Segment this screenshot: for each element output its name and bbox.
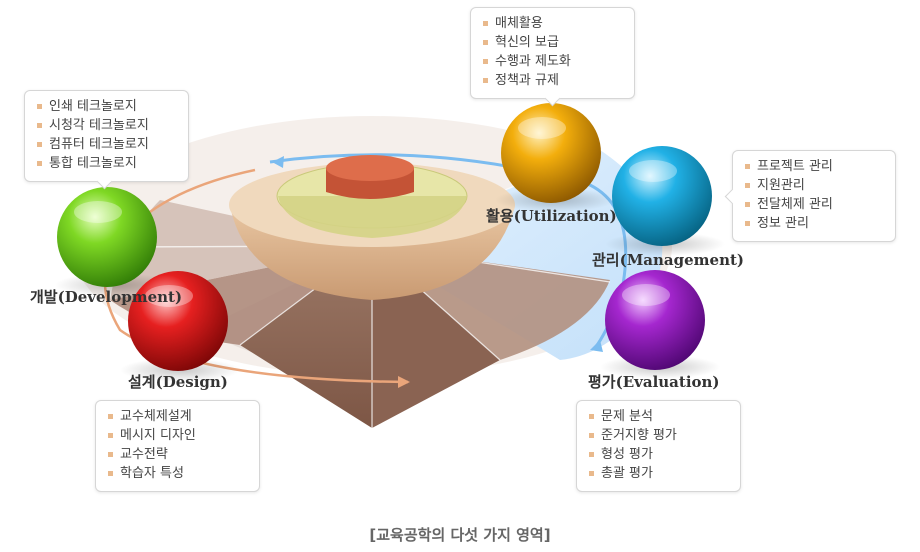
management-callout: 프로젝트 관리 지원관리 전달체제 관리 정보 관리 [724, 150, 896, 242]
list-item: 총괄 평가 [587, 464, 730, 483]
list-item: 전달체제 관리 [743, 195, 885, 214]
list-item: 프로젝트 관리 [743, 157, 885, 176]
purple-sphere-icon [605, 270, 705, 370]
orange-sphere-icon [501, 103, 601, 203]
blue-sphere-icon [612, 146, 712, 246]
list-item: 준거지향 평가 [587, 426, 730, 445]
utilization-callout: 매체활용 혁신의 보급 수행과 제도화 정책과 규제 [470, 7, 635, 107]
list-item: 형성 평가 [587, 445, 730, 464]
utilization-item-list: 매체활용 혁신의 보급 수행과 제도화 정책과 규제 [481, 14, 624, 90]
figure-caption: [교육공학의 다섯 가지 영역] [369, 526, 551, 544]
management-item-list: 프로젝트 관리 지원관리 전달체제 관리 정보 관리 [743, 157, 885, 233]
list-item: 통합 테크놀로지 [35, 154, 178, 173]
list-item: 매체활용 [481, 14, 624, 33]
design-callout: 교수체제설계 메시지 디자인 교수전략 학습자 특성 [95, 400, 260, 492]
list-item: 지원관리 [743, 176, 885, 195]
list-item: 혁신의 보급 [481, 33, 624, 52]
list-item: 수행과 제도화 [481, 52, 624, 71]
utilization-label: 활용(Utilization) [486, 207, 617, 225]
red-sphere-icon [128, 271, 228, 371]
list-item: 컴퓨터 테크놀로지 [35, 135, 178, 154]
list-item: 인쇄 테크놀로지 [35, 97, 178, 116]
list-item: 정책과 규제 [481, 71, 624, 90]
design-label: 설계(Design) [128, 373, 228, 391]
development-callout: 인쇄 테크놀로지 시청각 테크놀로지 컴퓨터 테크놀로지 통합 테크놀로지 [24, 90, 189, 190]
design-item-list: 교수체제설계 메시지 디자인 교수전략 학습자 특성 [106, 407, 249, 483]
list-item: 학습자 특성 [106, 464, 249, 483]
list-item: 문제 분석 [587, 407, 730, 426]
evaluation-label: 평가(Evaluation) [588, 373, 720, 391]
green-sphere-icon [57, 187, 157, 287]
list-item: 메시지 디자인 [106, 426, 249, 445]
development-label: 개발(Development) [30, 288, 183, 306]
development-item-list: 인쇄 테크놀로지 시청각 테크놀로지 컴퓨터 테크놀로지 통합 테크놀로지 [35, 97, 178, 173]
list-item: 정보 관리 [743, 214, 885, 233]
evaluation-item-list: 문제 분석 준거지향 평가 형성 평가 총괄 평가 [587, 407, 730, 483]
evaluation-callout: 문제 분석 준거지향 평가 형성 평가 총괄 평가 [576, 400, 741, 492]
central-drum [229, 155, 515, 300]
list-item: 시청각 테크놀로지 [35, 116, 178, 135]
list-item: 교수전략 [106, 445, 249, 464]
management-label: 관리(Management) [592, 251, 745, 269]
list-item: 교수체제설계 [106, 407, 249, 426]
